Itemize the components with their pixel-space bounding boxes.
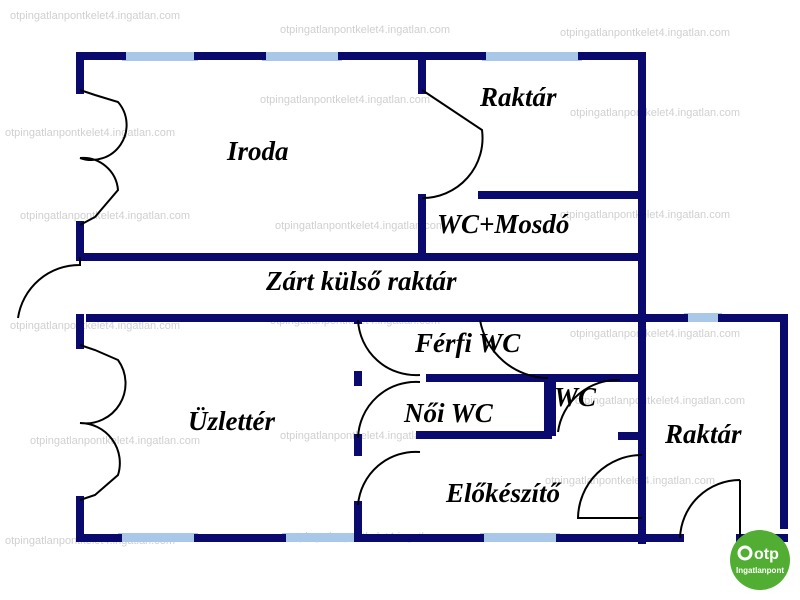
watermark: otpingatlanpontkelet4.ingatlan.com [570, 328, 740, 340]
door [557, 378, 621, 433]
room-label-elokeszito: Előkészítő [445, 478, 562, 508]
watermark: otpingatlanpontkelet4.ingatlan.com [560, 27, 730, 39]
watermark: otpingatlanpontkelet4.ingatlan.com [570, 107, 740, 119]
door [679, 479, 741, 539]
window [118, 533, 198, 542]
room-label-iroda: Iroda [226, 136, 289, 166]
double-door [79, 89, 128, 226]
window [482, 52, 582, 61]
watermark: otpingatlanpontkelet4.ingatlan.com [20, 210, 190, 222]
door [357, 319, 421, 377]
logo-symbol-icon [737, 545, 753, 561]
door [357, 380, 421, 439]
watermark: otpingatlanpontkelet4.ingatlan.com [10, 320, 180, 332]
watermark: otpingatlanpontkelet4.ingatlan.com [280, 430, 450, 442]
watermark: otpingatlanpontkelet4.ingatlan.com [280, 24, 450, 36]
logo-sub: Ingatlanpont [736, 566, 784, 575]
room-label-wc-mosdo: WC+Mosdó [437, 209, 569, 239]
room-label-raktar-right: Raktár [664, 419, 742, 449]
door [17, 257, 81, 319]
door [421, 89, 484, 200]
room-label-raktar: Raktár [479, 82, 557, 112]
room-labels: Iroda Raktár WC+Mosdó Zárt külső raktár … [188, 82, 742, 508]
door [357, 450, 421, 506]
doors [17, 89, 741, 539]
room-label-ferfi-wc: Férfi WC [414, 328, 521, 358]
watermark: otpingatlanpontkelet4.ingatlan.com [545, 475, 715, 487]
logo-circle [730, 530, 790, 590]
watermark: otpingatlanpontkelet4.ingatlan.com [575, 395, 745, 407]
watermark: otpingatlanpontkelet4.ingatlan.com [5, 127, 175, 139]
otp-logo: otp Ingatlanpont [730, 530, 790, 590]
watermark: otpingatlanpontkelet4.ingatlan.com [260, 94, 430, 106]
window [262, 52, 342, 61]
watermark: otpingatlanpontkelet4.ingatlan.com [30, 435, 200, 447]
room-label-noi-wc: Női WC [403, 398, 494, 428]
watermark: otpingatlanpontkelet4.ingatlan.com [275, 220, 445, 232]
logo-brand: otp [754, 546, 779, 563]
windows [118, 52, 722, 542]
window [282, 533, 362, 542]
door [479, 319, 549, 379]
watermark: otpingatlanpontkelet4.ingatlan.com [10, 10, 180, 22]
window [480, 533, 560, 542]
walls [76, 52, 788, 544]
window [684, 313, 722, 322]
room-label-uzletter: Üzlettér [188, 406, 275, 436]
double-door [79, 344, 127, 501]
door [576, 454, 643, 519]
room-label-zart-kulso-raktar: Zárt külső raktár [265, 266, 457, 296]
room-label-wc: WC [554, 382, 597, 412]
window [122, 52, 198, 61]
